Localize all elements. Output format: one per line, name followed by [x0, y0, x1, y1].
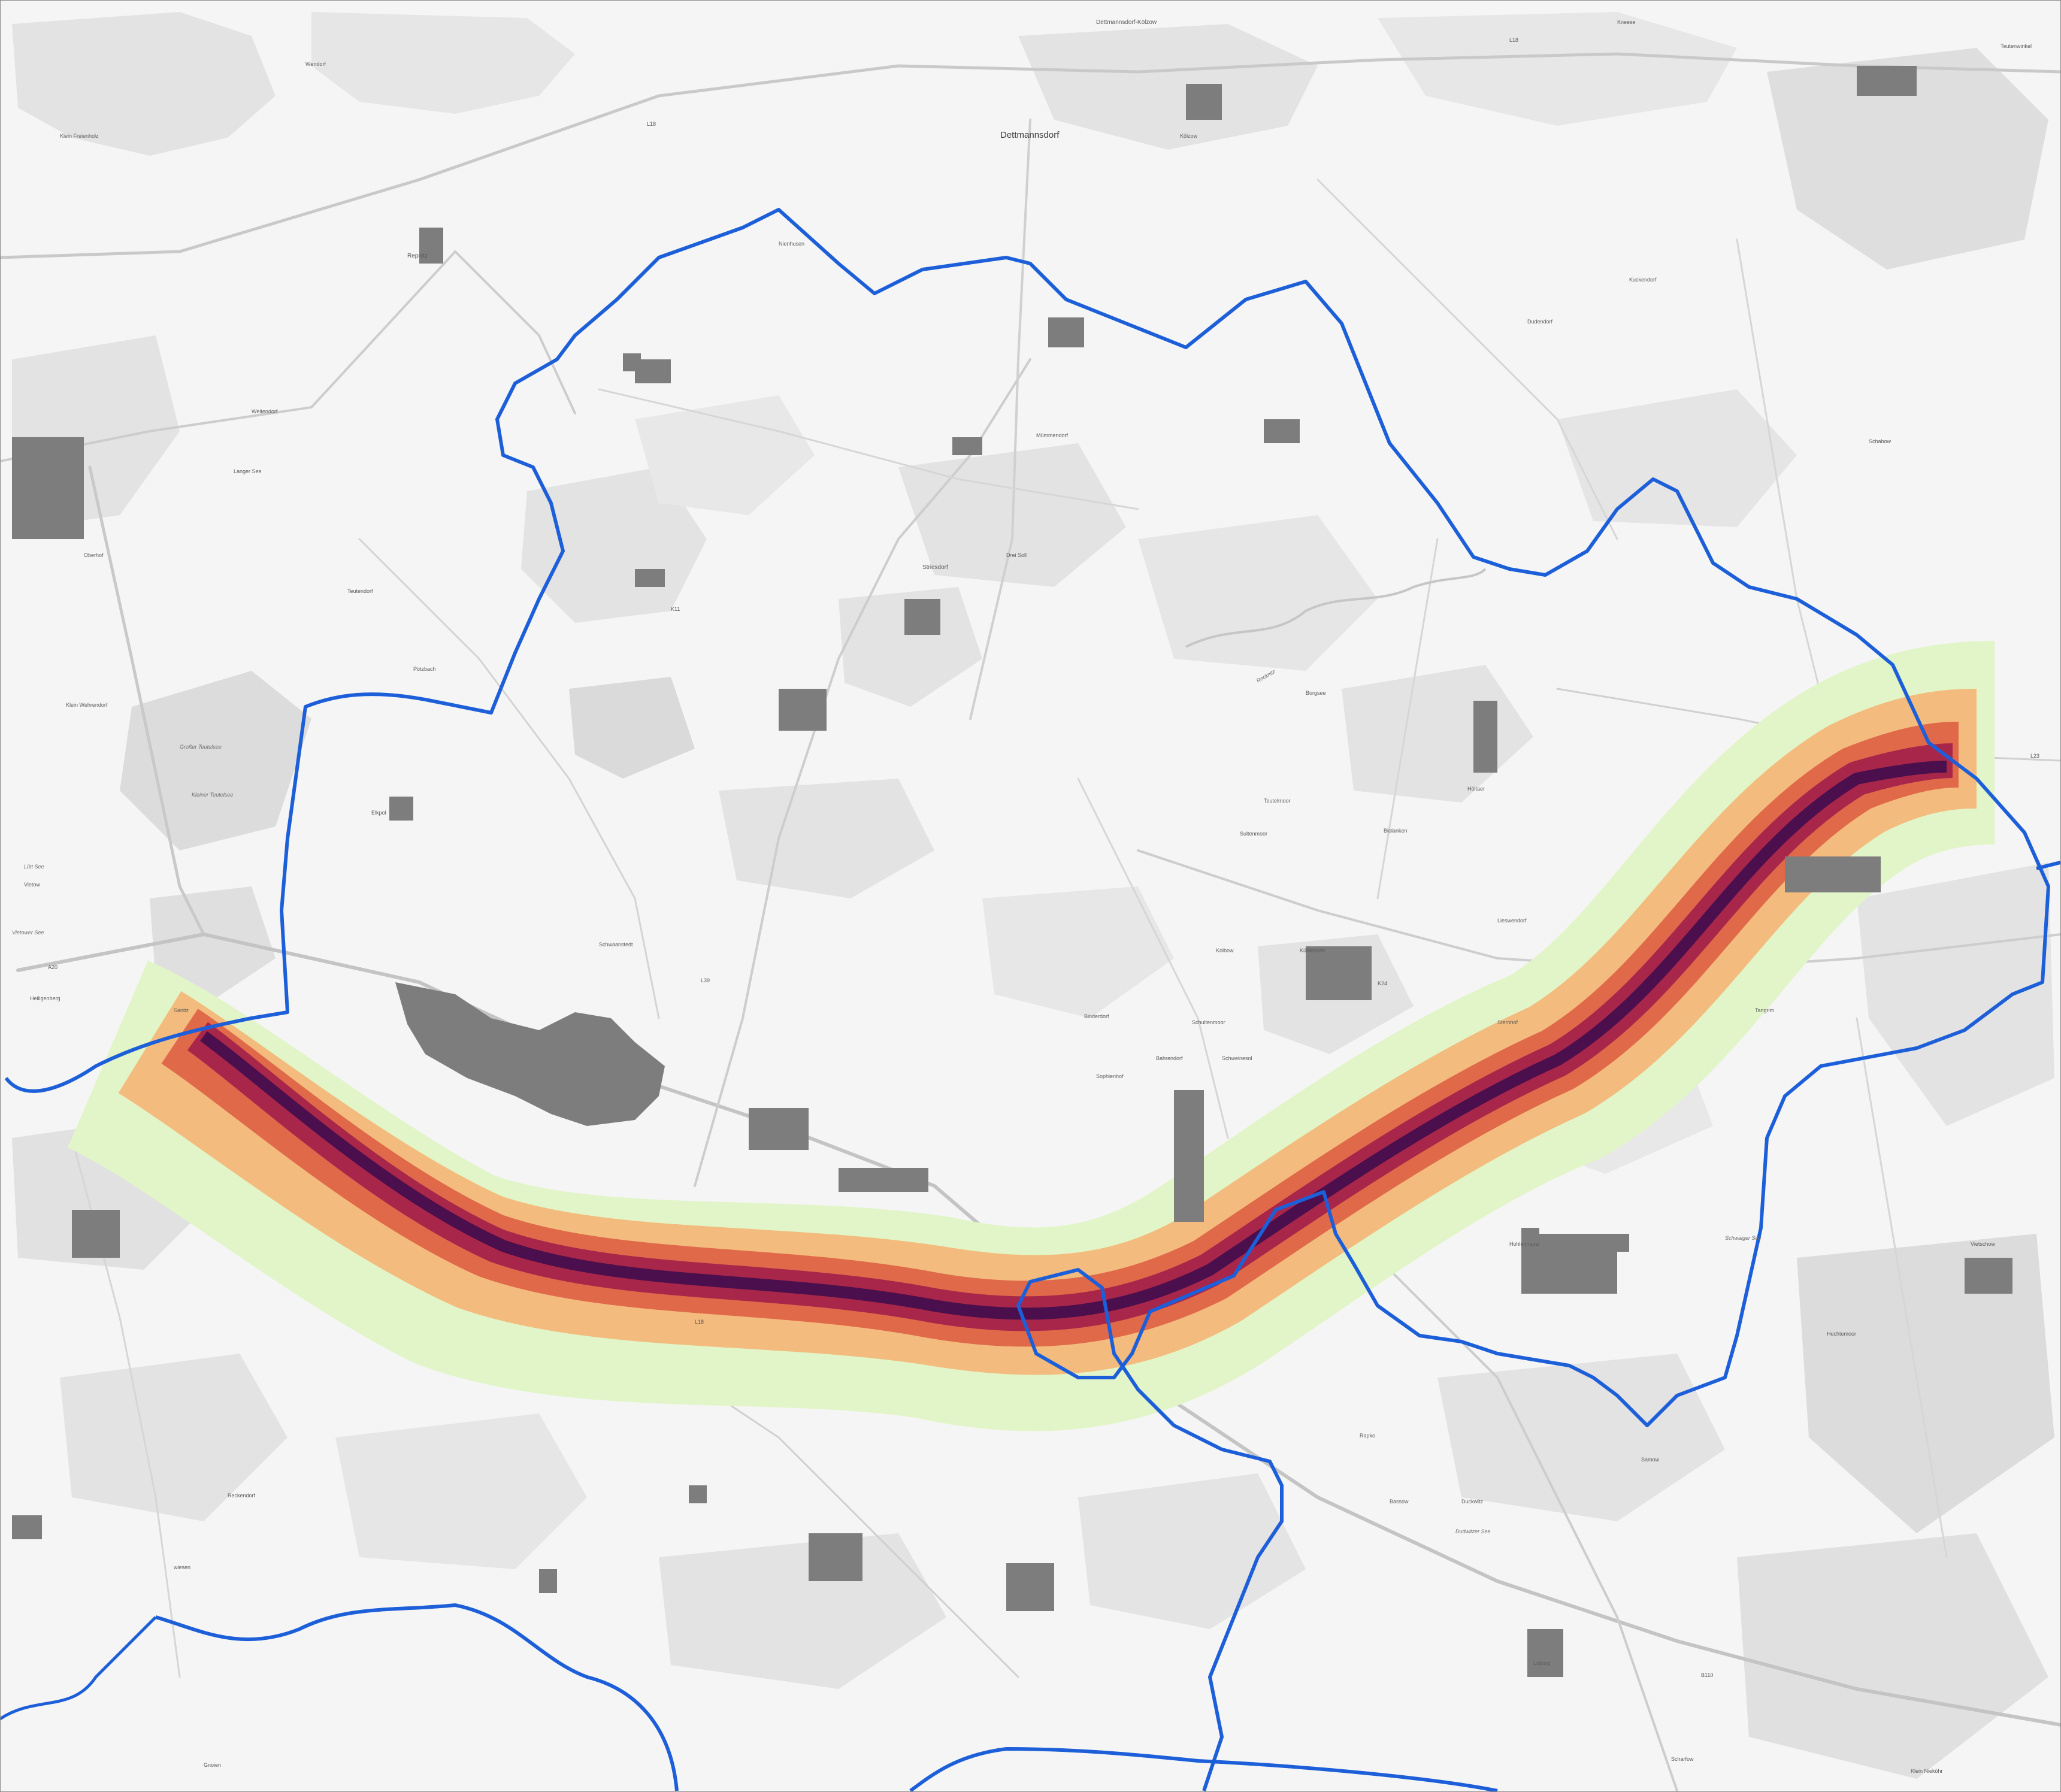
label-sternhof: Sternhof [1497, 1019, 1518, 1025]
label-schwaiger-see: Schwaiger See [1725, 1235, 1762, 1241]
label-schweinesol: Schweinesol [1222, 1055, 1252, 1061]
municipality-boundary[interactable] [4, 208, 2050, 1791]
label-hohlennuow: Hohlennuow [1509, 1241, 1540, 1247]
label-oberhof: Oberhof [84, 552, 104, 558]
label-dudwitzer-see: Dudwitzer See [1455, 1528, 1491, 1534]
road-ref-b110: B110 [1701, 1672, 1713, 1678]
label-bahrendorf: Bahrendorf [1156, 1055, 1183, 1061]
village-blocks [12, 66, 2012, 1677]
noise-corridor [66, 641, 1995, 1431]
noise-band-core [200, 761, 1947, 1320]
label-drei-soll: Drei Soll [1006, 552, 1027, 558]
label-lieswendorf: Lieswendorf [1497, 918, 1527, 924]
road-ref-l18-south: L18 [695, 1319, 704, 1325]
label-repnitz: Repnitz [407, 253, 428, 259]
boundary-southeast [909, 1746, 1498, 1792]
label-schultenmoor: Schultenmoor [1192, 1019, 1225, 1025]
label-samow: Samow [1641, 1457, 1660, 1463]
label-wiesen: wiesen [173, 1564, 190, 1570]
label-klein-niekoehr: Klein Nieköhr [1911, 1768, 1943, 1774]
label-bassow: Bassow [1390, 1499, 1409, 1505]
label-muemmendorf: Mümmendorf [1036, 432, 1069, 438]
label-sanitz: Sanitz [174, 1007, 189, 1013]
label-vietow: Vietow [24, 882, 40, 888]
label-kolbow: Kolbow [1216, 948, 1234, 953]
label-biolanken: Biolanken [1384, 828, 1408, 834]
label-poetzbach: Pötzbach [413, 666, 436, 672]
label-kuckendorf: Kuckendorf [1629, 277, 1657, 283]
road-ref-a20: A20 [48, 964, 57, 970]
label-reckendorf: Reckendorf [228, 1493, 256, 1499]
boundary-top-right [2036, 861, 2061, 870]
road-ref-l39: L39 [701, 977, 710, 983]
label-sultenmoor: Sultenmoor [1240, 831, 1267, 837]
label-hechtemoor: Hechtemoor [1827, 1331, 1856, 1337]
label-dudendorf: Dudendorf [1527, 319, 1553, 325]
label-teutelmoor: Teutelmoor [1264, 798, 1291, 804]
road-ref-k24: K24 [1378, 980, 1387, 986]
label-striesdorf: Striesdorf [922, 564, 948, 571]
label-rapko: Rapko [1360, 1433, 1375, 1439]
label-vietower-see: Vietower See [12, 930, 44, 936]
label-nienhusen: Nienhusen [779, 241, 804, 247]
label-grosser-teutelsee: Großer Teutelsee [180, 744, 222, 750]
settlement-sanitz-town [395, 982, 665, 1126]
road-ref-l18-west: L18 [647, 121, 656, 127]
label-lutt-see: Lütt See [24, 864, 44, 870]
label-dettmannsdorf-kolzow: Dettmannsdorf-Kölzow [1096, 19, 1157, 26]
river-southwest [0, 1616, 157, 1721]
label-wendorf: Wendorf [305, 61, 326, 67]
road-ref-l18-top: L18 [1509, 37, 1518, 43]
settlements [12, 66, 2012, 1677]
road-labels: L18 L18 K11 L39 L18 A20 L23 K24 B110 [48, 37, 2039, 1678]
label-teutenwinkel: Teutenwinkel [2001, 43, 2032, 49]
label-dettmannsdorf: Dettmannsdorf [1000, 130, 1060, 140]
label-borgsee: Borgsee [1306, 690, 1326, 696]
label-binderdorf: Binderdorf [1084, 1013, 1109, 1019]
road-ref-k11: K11 [671, 606, 680, 612]
place-labels: Dettmannsdorf-Kölzow Dettmannsdorf Kölzo… [12, 19, 2032, 1774]
label-duckwitz: Duckwitz [1461, 1499, 1484, 1505]
label-kolzow: Kölzow [1180, 133, 1198, 139]
label-elkpol: Elkpol [371, 810, 386, 816]
label-kuehlenzee: Kühlenzee [1300, 948, 1325, 953]
road-ref-l23: L23 [2030, 753, 2039, 759]
label-klein-wehrendorf: Klein Wehrendorf [66, 702, 108, 708]
recknitz-river [1185, 568, 1487, 648]
label-scharfow: Scharfow [1671, 1756, 1694, 1762]
label-vietschow: Vietschow [1971, 1241, 1995, 1247]
label-kleiner-teutelsee: Kleiner Teutelsee [192, 792, 233, 798]
label-schwaanstedt: Schwaanstedt [599, 942, 633, 948]
label-heiligenberg: Heiligenberg [30, 995, 60, 1001]
label-hoeltaer: Höltaer [1467, 786, 1485, 792]
label-tangrim: Tangrim [1755, 1007, 1774, 1013]
label-teutendorf: Teutendorf [347, 588, 373, 594]
label-klein-freienholz: Klein Freienholz [60, 133, 99, 139]
label-schabow: Schabow [1869, 438, 1891, 444]
label-luberg: Lüburg [1533, 1660, 1550, 1666]
label-weitendorf: Weitendorf [252, 408, 278, 414]
label-kneese: Kneese [1617, 19, 1636, 25]
label-sophienhof: Sophienhof [1096, 1073, 1124, 1079]
label-gnoien: Gnoien [204, 1762, 221, 1768]
label-langer-see: Langer See [234, 468, 262, 474]
boundary-south [155, 1603, 679, 1791]
